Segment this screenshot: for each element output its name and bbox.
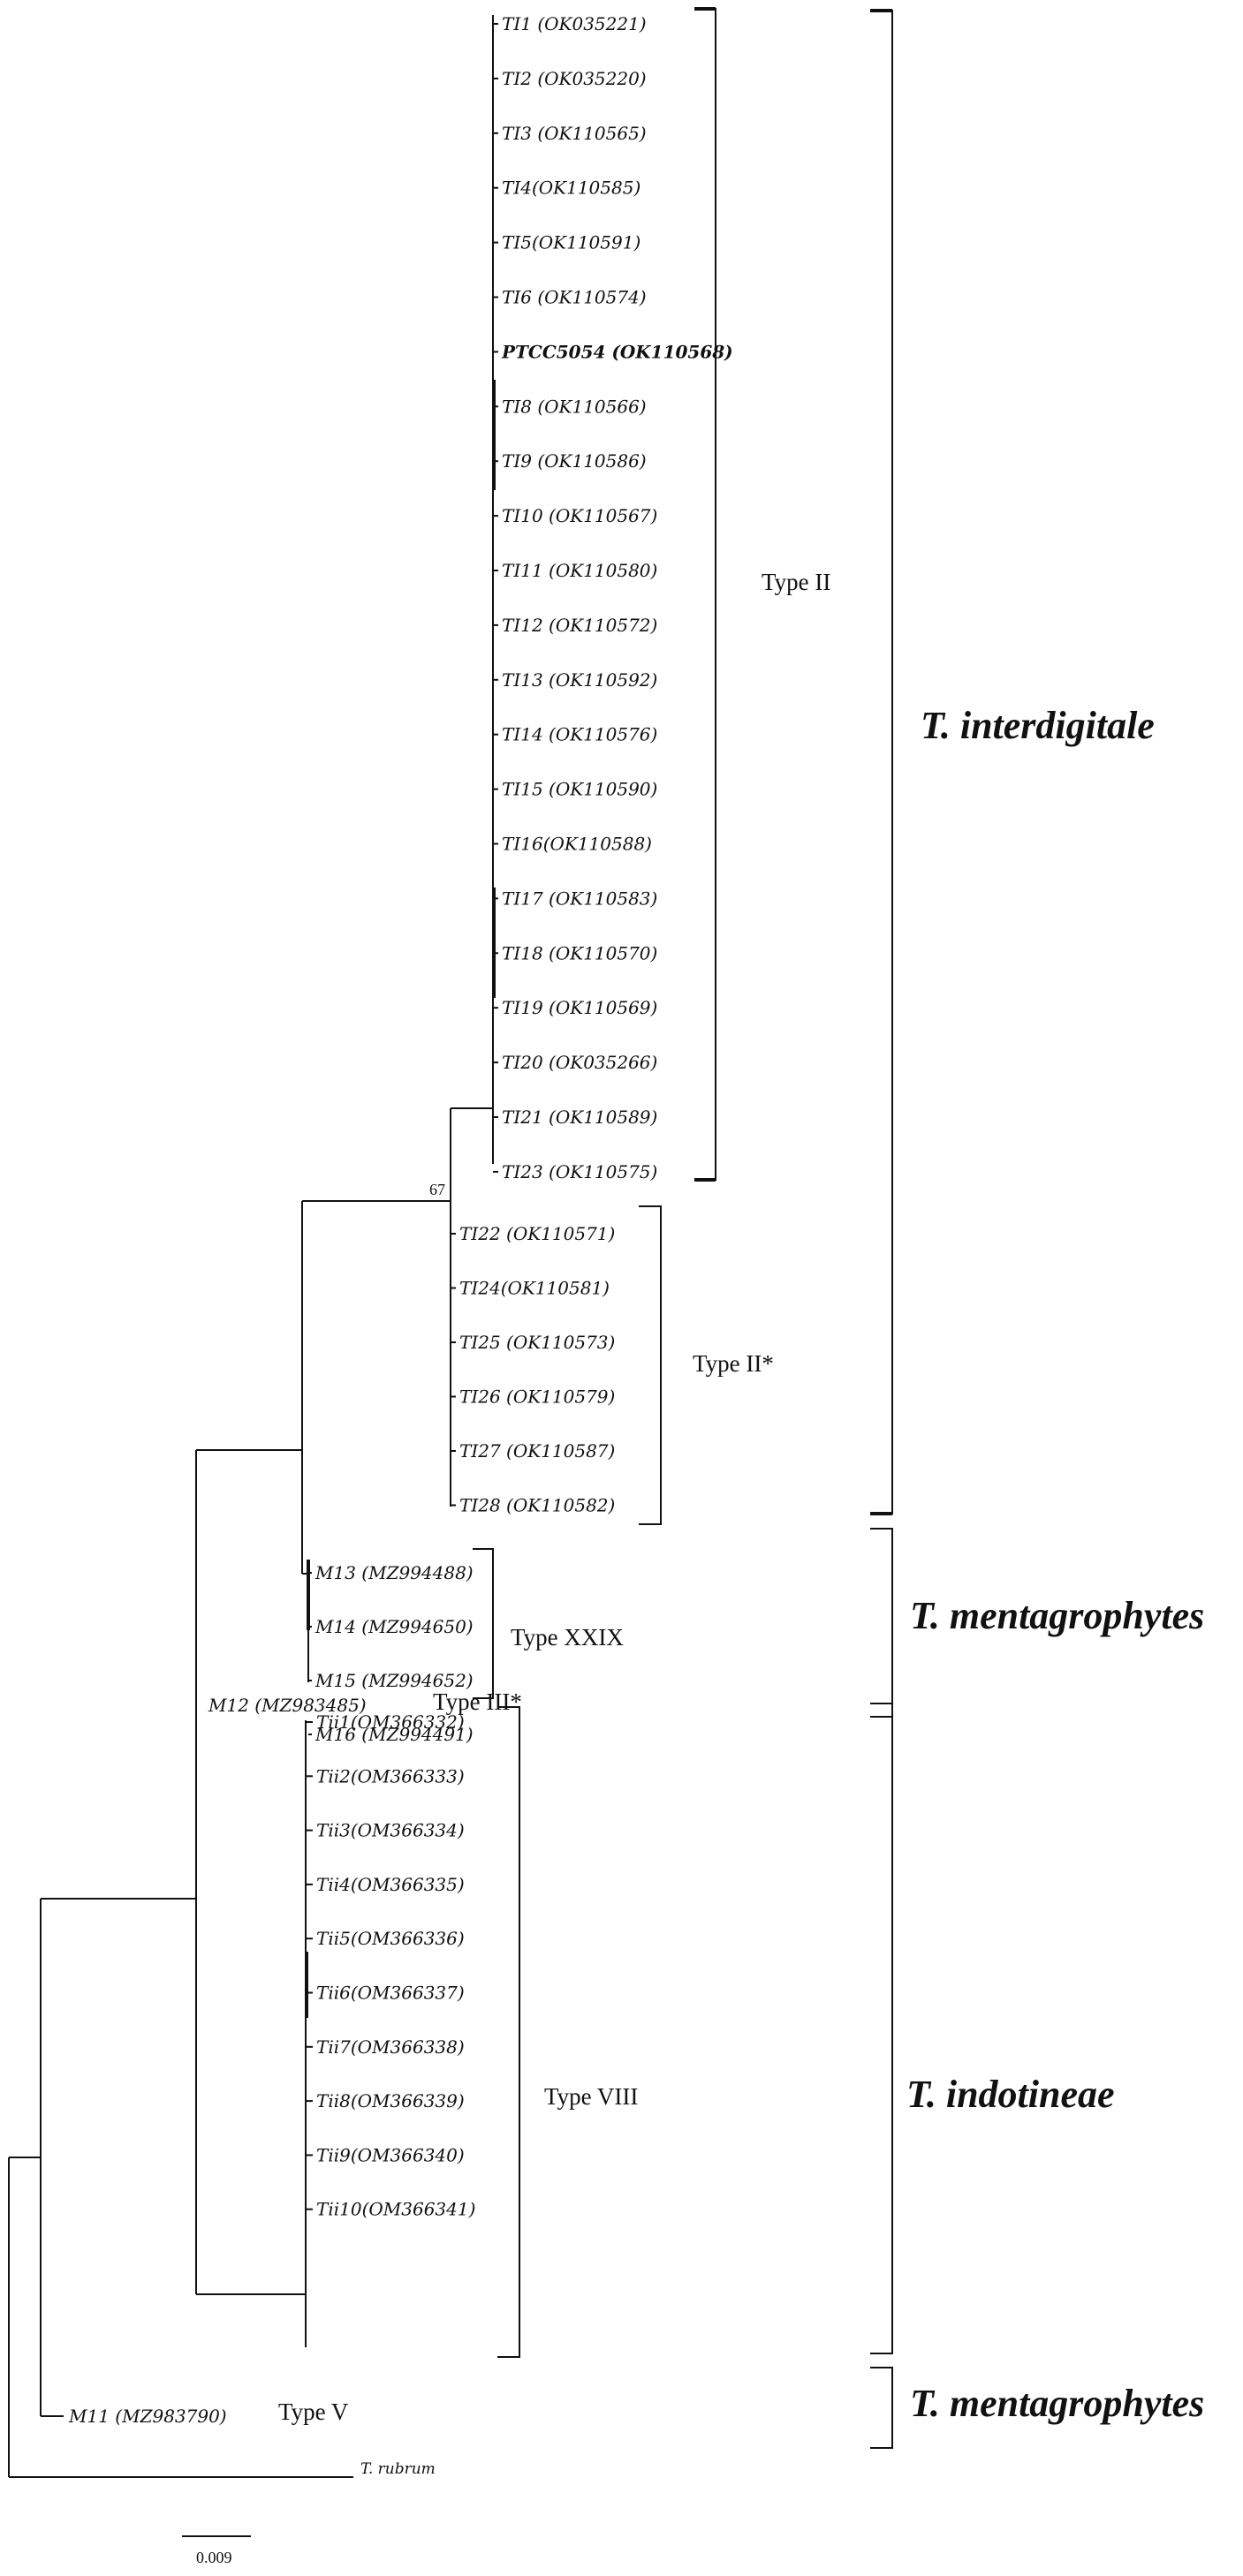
leaf-label: Tii6(OM366337) [316,1983,465,2004]
leaf-label: M13 (MZ994488) [315,1562,474,1583]
type-v-label: Type V [278,2398,349,2425]
species-mentagrophytes-bottom: T. mentagrophytes [910,2382,1204,2425]
leaf-label: Tii5(OM366336) [316,1928,465,1949]
leaf-label: Tii9(OM366340) [316,2144,465,2165]
leaf-label: TI24(OK110581) [459,1278,610,1299]
leaf-label: TI6 (OK110574) [502,287,647,308]
leaf-label: TI3 (OK110565) [502,123,647,144]
leaf-label: TI27 (OK110587) [459,1440,615,1462]
leaf-label: Tii3(OM366334) [316,1820,465,1841]
type-ii-label: Type II [762,569,830,595]
leaf-label: Tii10(OM366341) [316,2199,475,2220]
tree-branches [8,15,496,2478]
leaf-m12: M12 (MZ983485) [208,1695,367,1716]
leaf-label: Tii4(OM366335) [316,1874,465,1895]
leaf-label: TI21 (OK110589) [502,1107,657,1128]
leaf-label: TI13 (OK110592) [502,669,657,691]
leaf-m11: M11 (MZ983790) [68,2406,227,2427]
type-viii-bracket [497,1706,520,2358]
leaf-label: PTCC5054 (OK110568) [501,341,733,362]
leaf-label: TI25 (OK110573) [459,1332,615,1353]
scale-bar-label: 0.009 [196,2549,232,2566]
leaf-label: TI10 (OK110567) [502,505,657,526]
leaf-label: TI1 (OK035221) [502,13,647,34]
type-ii-star-leaves: TI22 (OK110571) TI24(OK110581) TI25 (OK110… [451,1223,615,1516]
type-viii-label: Type VIII [544,2083,638,2110]
species-mentagrophytes-top: T. mentagrophytes [910,1594,1204,1637]
type-xxix-leaves: M13 (MZ994488) M14 (MZ994650) M15 (MZ99465… [308,1562,474,1745]
leaf-outgroup: T. rubrum [360,2460,436,2478]
leaf-label: TI4(OK110585) [502,178,640,199]
leaf-label: M14 (MZ994650) [315,1616,474,1637]
leaf-label: TI12 (OK110572) [502,615,657,636]
species-interdigitale: T. interdigitale [921,704,1155,747]
leaf-label: Tii8(OM366339) [316,2090,465,2111]
type-xxix-bracket [473,1548,494,1699]
type-brackets [473,7,716,2358]
leaf-label: TI9 (OK110586) [502,450,647,472]
leaf-label: TI20 (OK035266) [502,1052,657,1073]
indotineae-bracket [870,1703,893,2354]
mentagrophytes-bottom-bracket [870,2367,893,2449]
leaf-label: TI26 (OK110579) [459,1386,615,1408]
type-ii-leaves: TI1 (OK035221) TI2 (OK035220) TI3 (OK11056… [493,13,733,1182]
leaf-label: TI22 (OK110571) [459,1223,615,1244]
type-iii-star-label: Type III* [433,1688,522,1715]
leaf-label: TI19 (OK110569) [502,997,657,1018]
leaf-label: Tii2(OM366333) [316,1765,465,1787]
leaf-label: TI14 (OK110576) [502,724,657,745]
bootstrap-value: 67 [429,1181,445,1198]
leaf-label: TI16(OK110588) [502,834,652,855]
leaf-label: TI15 (OK110590) [502,779,657,800]
type-ii-bracket [694,8,716,1181]
type-xxix-label: Type XXIX [511,1624,624,1651]
type-ii-star-label: Type II* [693,1350,774,1377]
leaf-label: TI23 (OK110575) [502,1161,657,1182]
leaf-label: TI8 (OK110566) [502,396,647,417]
interdigitale-bracket [870,10,893,1515]
leaf-label: M16 (MZ994491) [315,1724,474,1745]
leaf-label: TI17 (OK110583) [502,888,657,909]
leaf-label: Tii1(OM366332) [316,1711,465,1733]
leaf-label: TI5(OK110591) [502,232,640,253]
type-viii-leaves: Tii1(OM366332) Tii2(OM366333) Tii3(OM36633… [306,1711,475,2220]
species-indotineae: T. indotineae [906,2073,1115,2116]
mentagrophytes-top-bracket [870,1528,893,1718]
leaf-label: TI2 (OK035220) [502,68,647,89]
species-brackets [870,9,893,2449]
type-ii-star-bracket [639,1205,662,1525]
leaf-label: TI28 (OK110582) [459,1495,615,1516]
leaf-label: M15 (MZ994652) [315,1670,474,1691]
leaf-label: Tii7(OM366338) [316,2036,465,2058]
leaf-label: TI11 (OK110580) [502,560,657,581]
leaf-label: TI18 (OK110570) [502,942,657,963]
